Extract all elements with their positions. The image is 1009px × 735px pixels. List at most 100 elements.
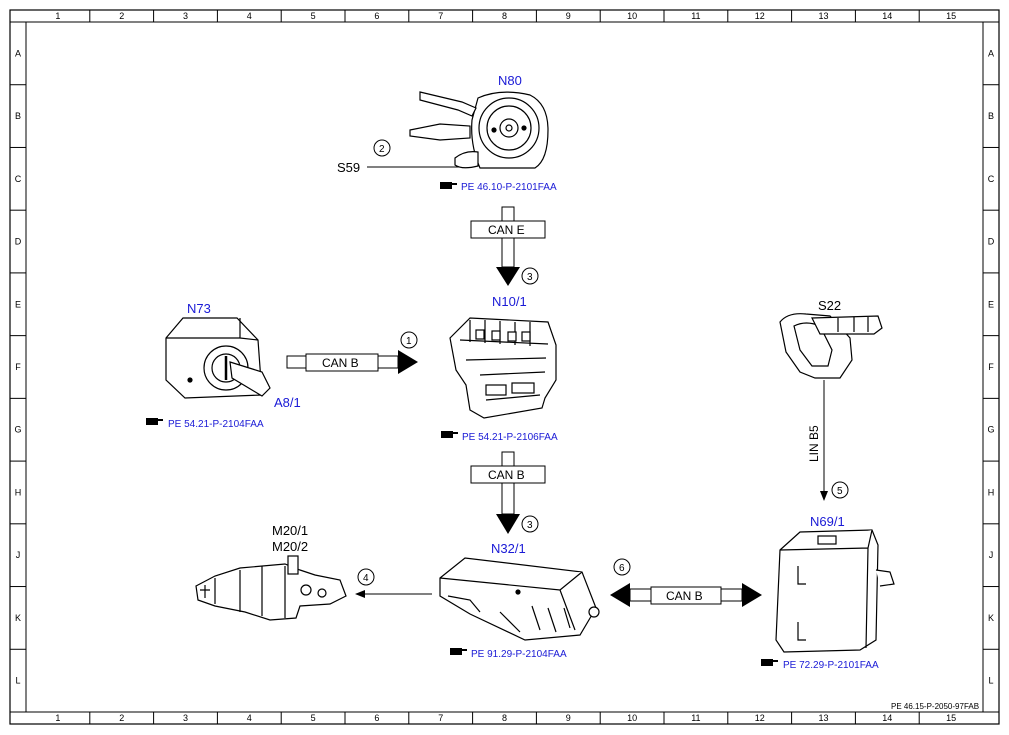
grid-row-right-J: J — [989, 550, 994, 560]
callout-2-number: 2 — [379, 144, 385, 155]
grid-col-bottom-7: 7 — [438, 713, 443, 723]
callout-3-bottom-number: 3 — [527, 520, 533, 531]
grid-col-bottom-13: 13 — [818, 713, 828, 723]
grid-row-right-C: C — [988, 174, 995, 184]
grid-col-bottom-10: 10 — [627, 713, 637, 723]
grid-col-bottom-8: 8 — [502, 713, 507, 723]
grid-row-left-K: K — [15, 613, 21, 623]
can-b-door-label: CAN B — [666, 589, 703, 603]
grid-col-top-15: 15 — [946, 11, 956, 21]
can-b-sam-label: CAN B — [322, 356, 359, 370]
grid-row-left-D: D — [15, 237, 22, 247]
callout-1-number: 1 — [406, 336, 412, 347]
n73-reference-text: PE 54.21-P-2104FAA — [168, 419, 264, 430]
document-id: PE 46.15-P-2050-97FAB — [891, 702, 979, 711]
n69-1-reference-text: PE 72.29-P-2101FAA — [783, 660, 879, 671]
n69-1-door-control-unit-icon — [775, 529, 895, 653]
a8-1-label: A8/1 — [274, 395, 301, 410]
callout-6 — [613, 558, 631, 576]
pointing-hand-icon — [761, 659, 778, 666]
grid-col-top-7: 7 — [438, 11, 443, 21]
grid-col-top-8: 8 — [502, 11, 507, 21]
n69-1-label: N69/1 — [810, 514, 845, 529]
n80-steering-column-module-icon — [409, 91, 549, 169]
can-e-label: CAN E — [488, 223, 525, 237]
grid-col-bottom-11: 11 — [691, 713, 700, 723]
can-b-sam-connection — [286, 350, 418, 374]
grid-col-top-1: 1 — [55, 11, 60, 21]
grid-col-top-12: 12 — [755, 11, 765, 21]
grid-col-bottom-5: 5 — [311, 713, 316, 723]
grid-row-right-H: H — [988, 487, 995, 497]
grid-row-right-L: L — [988, 676, 993, 686]
grid-col-top-13: 13 — [818, 11, 828, 21]
s22-seat-adjustment-switch-icon — [779, 313, 883, 379]
n32-1-seat-control-unit-icon — [439, 557, 600, 641]
n10-1-sam-control-unit-icon — [449, 317, 557, 419]
pointing-hand-icon — [450, 648, 467, 655]
grid-col-bottom-4: 4 — [247, 713, 252, 723]
grid-col-bottom-14: 14 — [882, 713, 892, 723]
callout-5 — [831, 481, 849, 499]
callout-5-number: 5 — [837, 486, 843, 497]
n10-1-reference-text: PE 54.21-P-2106FAA — [462, 432, 558, 443]
n10-1-reference-link[interactable]: PE 54.21-P-2106FAA — [441, 431, 558, 443]
grid-row-right-F: F — [988, 362, 994, 372]
grid-col-top-2: 2 — [119, 11, 124, 21]
grid-row-right-G: G — [987, 425, 994, 435]
grid-col-bottom-12: 12 — [755, 713, 765, 723]
grid-col-top-14: 14 — [882, 11, 892, 21]
n73-label: N73 — [187, 301, 211, 316]
grid-col-bottom-2: 2 — [119, 713, 124, 723]
grid-row-left-H: H — [15, 487, 22, 497]
grid-col-bottom-1: 1 — [55, 713, 60, 723]
can-b-down-connection — [470, 451, 546, 534]
n32-1-label: N32/1 — [491, 541, 526, 556]
grid-row-right-D: D — [988, 237, 995, 247]
callout-4 — [357, 568, 375, 586]
pointing-hand-icon — [146, 418, 163, 425]
grid-row-left-F: F — [15, 362, 21, 372]
grid-row-left-B: B — [15, 111, 21, 121]
grid-col-top-4: 4 — [247, 11, 252, 21]
grid-col-top-11: 11 — [691, 11, 700, 21]
n69-1-reference-link[interactable]: PE 72.29-P-2101FAA — [761, 659, 879, 671]
n80-reference-text: PE 46.10-P-2101FAA — [461, 182, 557, 193]
callout-3-bottom — [521, 515, 539, 533]
grid-row-left-C: C — [15, 174, 22, 184]
m20-1-label: M20/1 — [272, 523, 308, 538]
s59-label: S59 — [337, 160, 360, 175]
drawing-frame — [9, 9, 1000, 725]
can-b-door-connection — [610, 583, 762, 607]
grid-col-top-6: 6 — [374, 11, 379, 21]
n80-reference-link[interactable]: PE 46.10-P-2101FAA — [440, 182, 557, 193]
grid-col-bottom-6: 6 — [374, 713, 379, 723]
n32-1-reference-link[interactable]: PE 91.29-P-2104FAA — [450, 648, 567, 660]
s22-label: S22 — [818, 298, 841, 313]
callout-6-number: 6 — [619, 563, 625, 574]
grid-row-right-E: E — [988, 299, 994, 309]
grid-col-top-10: 10 — [627, 11, 637, 21]
n73-reference-link[interactable]: PE 54.21-P-2104FAA — [146, 418, 264, 430]
grid-row-left-E: E — [15, 299, 21, 309]
grid-row-left-L: L — [15, 676, 20, 686]
grid-col-bottom-9: 9 — [566, 713, 571, 723]
grid-col-top-3: 3 — [183, 11, 188, 21]
grid-col-top-5: 5 — [311, 11, 316, 21]
grid-col-bottom-3: 3 — [183, 713, 188, 723]
callout-3-top-number: 3 — [527, 272, 533, 283]
n80-label: N80 — [498, 73, 522, 88]
n10-1-label: N10/1 — [492, 294, 527, 309]
m20-2-label: M20/2 — [272, 539, 308, 554]
grid-row-right-A: A — [988, 48, 994, 58]
callout-1 — [400, 331, 418, 349]
m20-steering-column-motor-icon — [195, 555, 347, 621]
grid-row-right-B: B — [988, 111, 994, 121]
pointing-hand-icon — [440, 182, 457, 189]
lin-b5-label: LIN B5 — [807, 425, 821, 462]
callout-4-number: 4 — [363, 573, 369, 584]
n73-ignition-switch-icon — [165, 317, 271, 399]
grid-row-left-G: G — [14, 425, 21, 435]
grid-row-left-A: A — [15, 48, 21, 58]
